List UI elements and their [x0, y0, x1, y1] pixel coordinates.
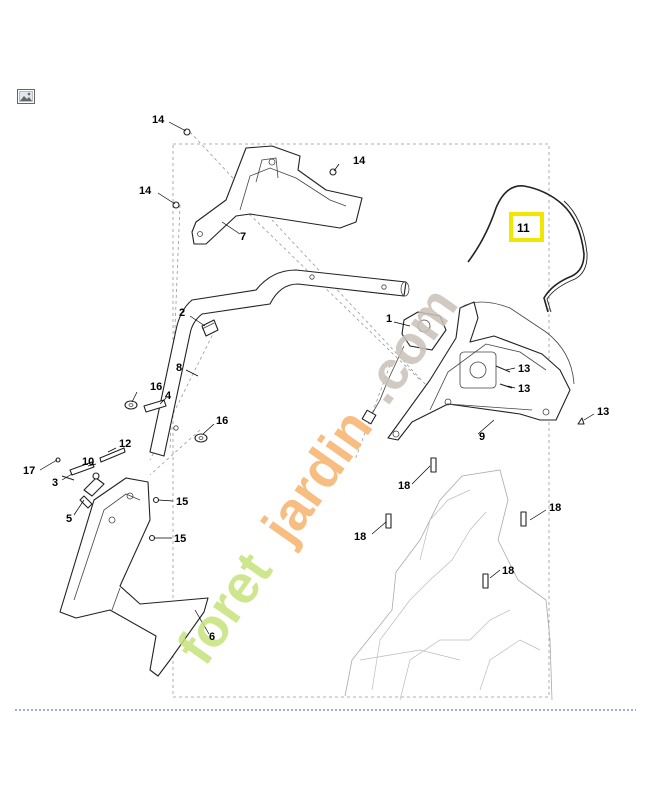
mower-deck-outline: [344, 469, 553, 701]
callout-17[interactable]: 17: [23, 465, 35, 477]
part-9-upper-handle: [387, 301, 575, 441]
callout-13[interactable]: 13: [518, 363, 530, 375]
part-13-screws: [495, 365, 585, 425]
callout-14[interactable]: 14: [152, 114, 165, 126]
highlight-box-11: [509, 212, 544, 242]
callout-12[interactable]: 12: [119, 438, 131, 450]
callout-1[interactable]: 1: [386, 313, 392, 325]
callout-16[interactable]: 16: [216, 415, 228, 427]
callout-14[interactable]: 14: [353, 155, 366, 167]
callout-7[interactable]: 7: [240, 231, 246, 243]
part-11-cable: [467, 185, 588, 313]
callout-18[interactable]: 18: [502, 565, 514, 577]
callout-18[interactable]: 18: [354, 531, 366, 543]
callout-13[interactable]: 13: [597, 406, 609, 418]
callout-10[interactable]: 10: [82, 456, 94, 468]
callout-13[interactable]: 13: [518, 383, 530, 395]
image-icon[interactable]: [17, 89, 35, 104]
part-1-switch-box: [361, 311, 447, 425]
callout-15[interactable]: 15: [174, 533, 186, 545]
part-15-screws: [148, 496, 160, 542]
part-18-bolts: [385, 457, 527, 589]
part-7-handle-cover: [191, 145, 363, 245]
callout-9[interactable]: 9: [479, 431, 485, 443]
callout-11[interactable]: 11: [517, 221, 530, 235]
callout-5[interactable]: 5: [66, 513, 72, 525]
assembly-frame: [172, 143, 550, 698]
callout-8[interactable]: 8: [176, 362, 182, 374]
part-6-lower-bracket: [59, 477, 209, 677]
part-16-washers: [124, 400, 208, 443]
part-4-bolt: [143, 399, 167, 413]
part-2-plug: [201, 319, 219, 337]
leader-lines: [39, 121, 595, 635]
callout-2[interactable]: 2: [179, 307, 185, 319]
watermark: foret jardin .com: [166, 277, 470, 675]
callout-labels: 14 14 14 7 2 8 16 4 16 12 10 17 3 5 15 1…: [23, 114, 609, 643]
callout-6[interactable]: 6: [209, 631, 215, 643]
callout-16[interactable]: 16: [150, 381, 162, 393]
part-8-handle-tube: [149, 269, 410, 457]
callout-18[interactable]: 18: [549, 502, 561, 514]
small-hardware: [55, 447, 126, 509]
callout-3[interactable]: 3: [52, 477, 58, 489]
callout-15[interactable]: 15: [176, 496, 188, 508]
callout-4[interactable]: 4: [165, 390, 172, 402]
callout-18[interactable]: 18: [398, 480, 410, 492]
callout-14[interactable]: 14: [139, 185, 152, 197]
